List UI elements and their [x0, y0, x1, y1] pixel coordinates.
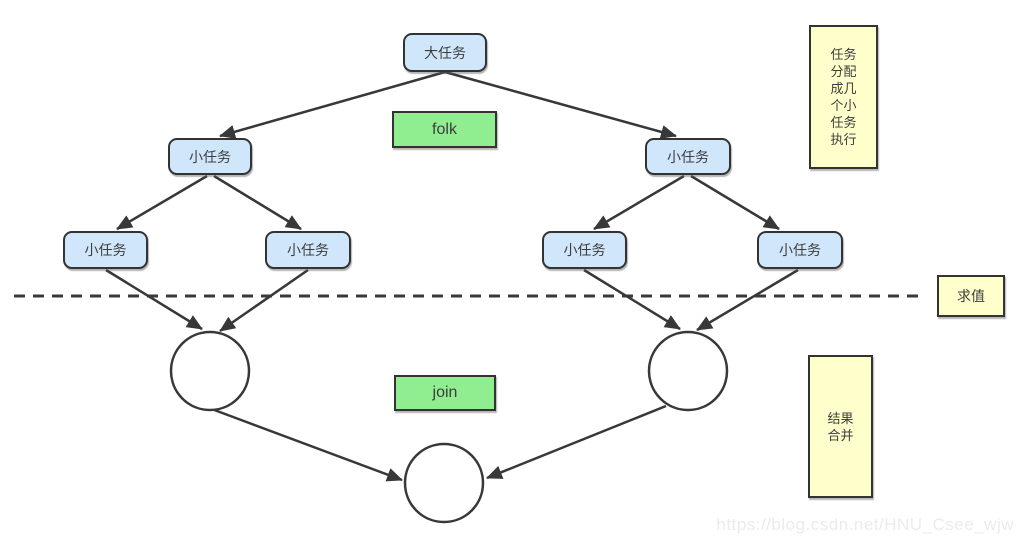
- result-circle-left: [169, 330, 251, 412]
- note-result-merge: 结果 合并: [808, 355, 873, 498]
- edge-rl-to-rightcircle: [583, 268, 681, 331]
- big-task-node: 大任务: [403, 33, 487, 72]
- edge-bigtask-to-right: [444, 70, 677, 139]
- fork-label: folk: [392, 111, 497, 148]
- edge-rr-to-rightcircle: [696, 268, 799, 332]
- edge-left-to-lr: [213, 174, 302, 231]
- small-task-node-lr: 小任务: [265, 231, 351, 269]
- join-label: join: [394, 375, 496, 411]
- edge-right-to-rr: [690, 174, 780, 231]
- edge-rightcircle-to-final: [486, 404, 667, 480]
- note-evaluate: 求值: [937, 275, 1005, 317]
- edge-right-to-rl: [593, 174, 685, 231]
- small-task-node-rr: 小任务: [757, 231, 843, 269]
- small-task-node-left: 小任务: [168, 138, 252, 175]
- edge-bigtask-to-left: [219, 70, 446, 139]
- result-circle-right: [647, 330, 729, 412]
- watermark: https://blog.csdn.net/HNU_Csee_wjw: [716, 515, 1014, 534]
- edge-ll-to-leftcircle: [105, 268, 203, 331]
- edge-left-to-ll: [116, 174, 208, 231]
- small-task-node-right: 小任务: [645, 138, 731, 175]
- note-task-split: 任务 分配 成几 个小 任务 执行: [809, 25, 878, 169]
- edge-leftcircle-to-final: [208, 406, 403, 482]
- result-circle-final: [403, 442, 485, 524]
- small-task-node-rl: 小任务: [542, 231, 627, 269]
- edge-lr-to-leftcircle: [219, 268, 309, 333]
- small-task-node-ll: 小任务: [63, 231, 148, 269]
